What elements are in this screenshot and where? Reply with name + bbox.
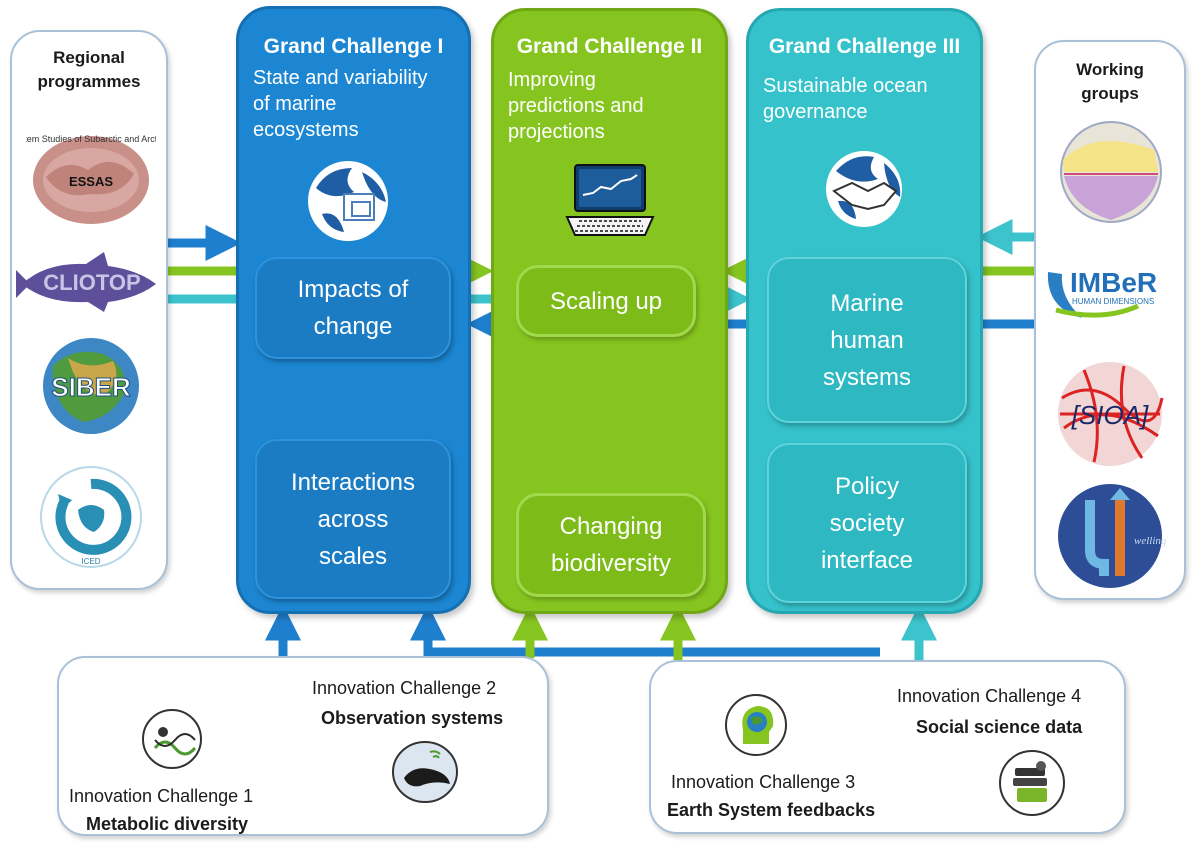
arrow-ic4-to-gc1-blue — [410, 604, 880, 657]
grand-challenge-3-subtitle: Sustainable ocean governance — [763, 75, 928, 123]
iced-logo: ICED — [36, 462, 146, 572]
globe-icon — [302, 158, 394, 244]
grand-challenge-2-title: Grand Challenge II — [516, 35, 703, 58]
cliotop-label: CLIOTOP — [43, 270, 140, 295]
working-group-map-logo — [1054, 120, 1168, 224]
grand-challenge-1: Grand Challenge I State and variability … — [236, 6, 471, 614]
siber-logo: SIBER — [33, 336, 149, 436]
laptop-icon — [565, 163, 655, 239]
changing-biodiversity-box: Changing biodiversity — [516, 493, 706, 597]
upwelling-sublabel: welling — [1134, 535, 1166, 547]
innovation-challenge-4-subtitle: Social science data — [916, 717, 1083, 737]
grand-challenge-3: Grand Challenge III Sustainable ocean go… — [746, 8, 983, 614]
sioa-logo: [SIOA] — [1054, 358, 1166, 470]
essas-logo: Ecosystem Studies of Subarctic and Arcti… — [26, 122, 156, 232]
handshake-globe-icon — [822, 147, 906, 231]
innovation-challenge-4-title: Innovation Challenge 4 — [897, 686, 1082, 706]
innovation-challenge-3-subtitle: Earth System feedbacks — [667, 800, 876, 820]
innovation-challenge-1-title: Innovation Challenge 1 — [69, 786, 254, 806]
grand-challenge-2-subtitle: Improving predictions and projections — [508, 69, 644, 143]
interactions-across-scales-box: Interactions across scales — [255, 439, 451, 599]
regional-programmes-title: Regional programmes — [37, 48, 141, 91]
working-groups-title: Working groups — [1076, 60, 1144, 103]
working-groups-panel: Working groups IMBeR HUMAN DIMENSIONS [S… — [1034, 40, 1186, 600]
imber-logo: IMBeR HUMAN DIMENSIONS — [1042, 254, 1186, 326]
sioa-label: [SIOA] — [1071, 400, 1149, 430]
grand-challenge-3-title: Grand Challenge III — [768, 35, 961, 58]
grand-challenge-1-subtitle: State and variability of marine ecosyste… — [253, 67, 428, 141]
scaling-up-box: Scaling up — [516, 265, 696, 337]
data-stack-icon — [997, 748, 1067, 818]
dna-icon — [141, 708, 203, 770]
marine-human-systems-box: Marine human systems — [767, 257, 967, 423]
innovation-challenge-1-subtitle: Metabolic diversity — [86, 814, 249, 834]
innovation-challenges-right-panel: Innovation Challenge 4 Social science da… — [649, 660, 1126, 834]
innovation-challenge-2-subtitle: Observation systems — [321, 708, 504, 728]
imber-label: IMBeR — [1070, 267, 1157, 298]
grand-challenge-1-title: Grand Challenge I — [263, 35, 444, 58]
seal-icon — [390, 740, 460, 804]
grand-challenge-2: Grand Challenge II Improving predictions… — [491, 8, 728, 614]
impacts-of-change-box: Impacts of change — [255, 257, 451, 359]
regional-programmes-panel: Regional programmes Ecosystem Studies of… — [10, 30, 168, 590]
iced-label: ICED — [81, 557, 100, 566]
innovation-challenge-2-title: Innovation Challenge 2 — [312, 678, 497, 698]
siber-label: SIBER — [51, 372, 131, 402]
head-globe-icon — [723, 692, 789, 758]
policy-society-interface-box: Policy society interface — [767, 443, 967, 603]
essas-ring-text: Ecosystem Studies of Subarctic and Arcti… — [26, 134, 156, 144]
upwelling-logo: welling — [1054, 480, 1166, 592]
cliotop-logo: CLIOTOP — [16, 250, 162, 314]
innovation-challenges-left-panel: Innovation Challenge 2 Observation syste… — [57, 656, 549, 836]
innovation-challenge-3-title: Innovation Challenge 3 — [671, 772, 856, 792]
essas-label: ESSAS — [69, 174, 113, 189]
imber-sublabel: HUMAN DIMENSIONS — [1072, 297, 1154, 306]
